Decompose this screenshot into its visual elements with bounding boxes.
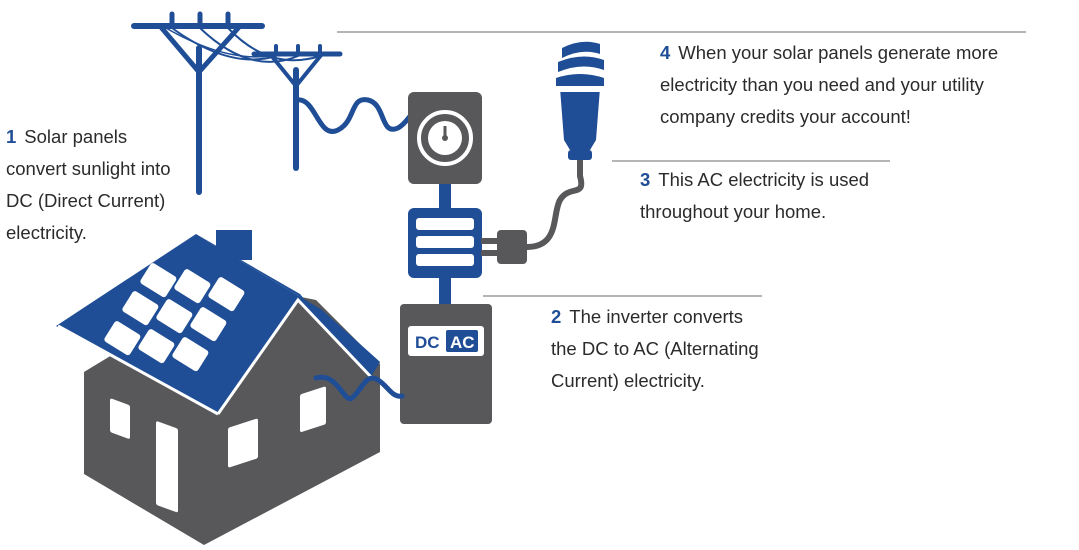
step-3-line-1: 3 This AC electricity is used	[640, 164, 920, 196]
step-4-text: 4 When your solar panels generate more el…	[660, 37, 1070, 133]
step-1-text: 1 Solar panels convert sunlight into DC (…	[6, 121, 206, 249]
utility-meter-icon	[408, 92, 482, 184]
inverter-dc-label: DC	[415, 333, 440, 352]
step-3-number: 3	[640, 169, 651, 190]
power-plug-icon	[481, 157, 585, 264]
step-4-line-1: 4 When your solar panels generate more	[660, 37, 1070, 69]
step-1-line-4: electricity.	[6, 222, 87, 243]
breaker-box-icon	[408, 208, 482, 278]
step-2-line-1: 2 The inverter converts	[551, 301, 811, 333]
light-bulb-icon	[556, 41, 604, 160]
step-3-line-1-text: This AC electricity is used	[658, 169, 870, 190]
solar-panel-icon	[104, 263, 245, 372]
step-4-number: 4	[660, 42, 671, 63]
step-3-text: 3 This AC electricity is used throughout …	[640, 164, 920, 228]
step-1-line-2: convert sunlight into	[6, 158, 171, 179]
step-4-line-1-text: When your solar panels generate more	[678, 42, 999, 63]
inverter-ac-label: AC	[450, 333, 475, 352]
step-1-number: 1	[6, 126, 17, 147]
step-4-line-2: electricity than you need and your utili…	[660, 74, 984, 95]
house-icon	[56, 230, 380, 545]
step-2-text: 2 The inverter converts the DC to AC (Alt…	[551, 301, 811, 397]
step-1-line-1: 1 Solar panels	[6, 121, 206, 153]
step-2-line-3: Current) electricity.	[551, 370, 705, 391]
power-line-pole-icon	[131, 11, 415, 195]
house-inverter-cable	[313, 374, 405, 402]
step-2-line-1-text: The inverter converts	[569, 306, 744, 327]
step-2-line-2: the DC to AC (Alternating	[551, 338, 759, 359]
step-4-line-3: company credits your account!	[660, 106, 911, 127]
step-2-number: 2	[551, 306, 562, 327]
step-3-line-2: throughout your home.	[640, 201, 827, 222]
step-1-line-1-text: Solar panels	[24, 126, 128, 147]
step-1-line-3: DC (Direct Current)	[6, 190, 166, 211]
inverter-icon: DC AC	[400, 304, 492, 424]
